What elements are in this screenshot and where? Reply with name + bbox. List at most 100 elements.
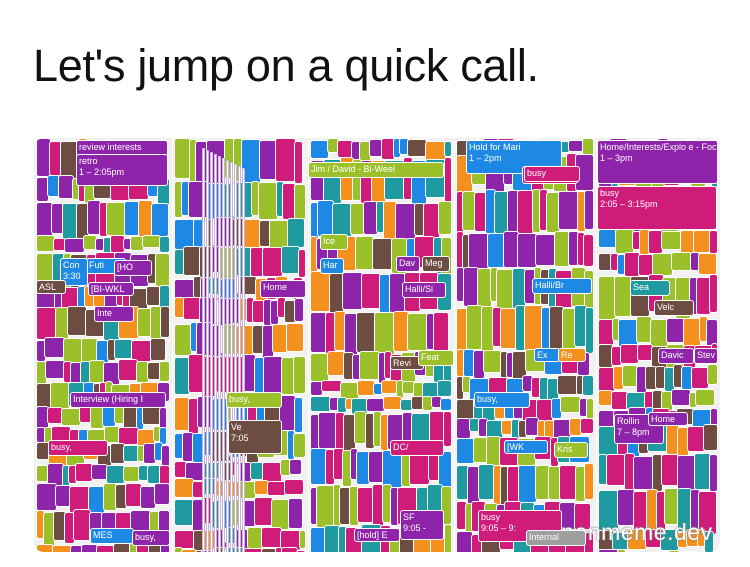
calendar-event[interactable]: busy,: [132, 530, 170, 546]
calendar-event-chip[interactable]: [359, 351, 380, 380]
calendar-event-chip[interactable]: [50, 382, 70, 409]
calendar-event-chip[interactable]: [310, 271, 331, 312]
calendar-event-chip[interactable]: [671, 389, 691, 406]
calendar-event-chip[interactable]: [159, 427, 167, 445]
calendar-event[interactable]: busy,: [48, 440, 108, 456]
calendar-event-chip[interactable]: [557, 375, 578, 395]
calendar-event-chip[interactable]: [707, 364, 718, 385]
calendar-event-chip[interactable]: [709, 274, 718, 313]
calendar-event-chip[interactable]: [438, 201, 452, 235]
calendar-event-chip[interactable]: [36, 483, 57, 511]
calendar-event-chip[interactable]: [159, 361, 170, 382]
calendar-event-chip[interactable]: [580, 418, 594, 434]
calendar-event-chip[interactable]: [671, 252, 692, 271]
calendar-event-chip[interactable]: [661, 231, 682, 250]
calendar-event-chip[interactable]: [284, 479, 304, 495]
calendar-event-chip[interactable]: [633, 456, 654, 490]
calendar-event-chip[interactable]: [407, 139, 427, 157]
calendar-event-outline[interactable]: [218, 156, 221, 552]
calendar-event-chip[interactable]: [299, 530, 306, 549]
calendar-event-outline[interactable]: [222, 158, 225, 552]
calendar-event[interactable]: Inte: [94, 306, 134, 322]
calendar-event-chip[interactable]: [293, 433, 306, 458]
calendar-event-chip[interactable]: [161, 445, 170, 467]
calendar-event[interactable]: ASL: [36, 280, 66, 294]
calendar-event-chip[interactable]: [67, 306, 87, 336]
calendar-event-chip[interactable]: [293, 356, 306, 394]
calendar-event-chip[interactable]: [243, 548, 263, 552]
calendar-event-chip[interactable]: [289, 459, 302, 475]
calendar-event-outline[interactable]: [210, 152, 213, 552]
calendar-event-chip[interactable]: [444, 141, 452, 157]
calendar-event[interactable]: Davic: [658, 348, 694, 364]
calendar-event-chip[interactable]: [258, 182, 278, 220]
calendar-event-chip[interactable]: [155, 253, 170, 287]
calendar-event-chip[interactable]: [574, 503, 591, 530]
calendar-event-chip[interactable]: [443, 411, 452, 447]
calendar-event-chip[interactable]: [586, 398, 594, 420]
calendar-event-chip[interactable]: [560, 396, 581, 413]
calendar-event-chip[interactable]: [36, 307, 57, 340]
calendar-event-outline[interactable]: [238, 166, 241, 552]
calendar-event-chip[interactable]: [444, 157, 452, 203]
calendar-event-chip[interactable]: [582, 375, 594, 396]
calendar-event-chip[interactable]: [342, 272, 363, 310]
calendar-event-chip[interactable]: [695, 389, 715, 406]
calendar-event-chip[interactable]: [45, 360, 65, 379]
calendar-event-chip[interactable]: [294, 298, 304, 322]
calendar-event-chip[interactable]: [150, 338, 166, 361]
calendar-event-chip[interactable]: [287, 218, 305, 248]
calendar-event-chip[interactable]: [294, 184, 306, 220]
calendar-event[interactable]: Internal: [526, 530, 586, 546]
calendar-event[interactable]: busy: [524, 166, 580, 182]
calendar-event[interactable]: [WK: [504, 440, 548, 454]
calendar-event-chip[interactable]: [709, 230, 718, 254]
calendar-event[interactable]: Home: [648, 412, 688, 426]
calendar-event-chip[interactable]: [261, 527, 282, 548]
calendar-event-chip[interactable]: [151, 203, 169, 237]
calendar-event-outline[interactable]: [202, 148, 205, 552]
calendar-event[interactable]: Feat: [418, 350, 454, 366]
calendar-event-chip[interactable]: [174, 499, 194, 526]
calendar-event-chip[interactable]: [294, 141, 303, 184]
calendar-event-chip[interactable]: [321, 380, 342, 392]
calendar-event-chip[interactable]: [174, 478, 194, 498]
calendar-event[interactable]: Sea: [630, 280, 670, 296]
calendar-event[interactable]: Velc: [654, 300, 694, 316]
calendar-event-chip[interactable]: [468, 233, 489, 269]
calendar-event[interactable]: Halli/Si: [402, 282, 446, 298]
calendar-event-chip[interactable]: [154, 483, 170, 505]
calendar-event-chip[interactable]: [374, 312, 395, 356]
calendar-event[interactable]: Dav: [396, 256, 420, 272]
calendar-event[interactable]: Revi: [390, 356, 424, 370]
calendar-event[interactable]: busy,: [226, 392, 282, 408]
calendar-event[interactable]: Re: [558, 348, 586, 362]
calendar-event[interactable]: Jim / David - Bi-Weel: [308, 162, 444, 178]
calendar-event-chip[interactable]: [281, 547, 298, 552]
calendar-event-chip[interactable]: [296, 550, 306, 552]
calendar-event-chip[interactable]: [262, 247, 283, 277]
calendar-event-chip[interactable]: [160, 306, 170, 338]
calendar-event-chip[interactable]: [63, 338, 83, 363]
calendar-event[interactable]: [HO: [114, 260, 152, 276]
calendar-event[interactable]: [BI-WKL: [88, 282, 134, 296]
calendar-event[interactable]: Interview (Hiring I: [70, 392, 166, 408]
calendar-event-chip[interactable]: [52, 545, 72, 552]
calendar-event-chip[interactable]: [263, 356, 283, 395]
calendar-event-chip[interactable]: [678, 551, 698, 552]
calendar-event-chip[interactable]: [598, 549, 619, 552]
calendar-event-chip[interactable]: [606, 454, 626, 486]
calendar-event[interactable]: MES: [90, 528, 134, 544]
calendar-event-chip[interactable]: [440, 398, 452, 411]
calendar-event[interactable]: Har: [320, 258, 344, 274]
calendar-event-chip[interactable]: [288, 498, 303, 529]
calendar-event[interactable]: [hold] E: [354, 528, 400, 542]
calendar-event-chip[interactable]: [652, 253, 673, 276]
calendar-event-chip[interactable]: [118, 359, 138, 381]
calendar-event-chip[interactable]: [275, 138, 296, 182]
calendar-event[interactable]: Ex: [534, 348, 560, 362]
calendar-event-outline[interactable]: [234, 164, 237, 552]
calendar-event-chip[interactable]: [437, 380, 452, 397]
